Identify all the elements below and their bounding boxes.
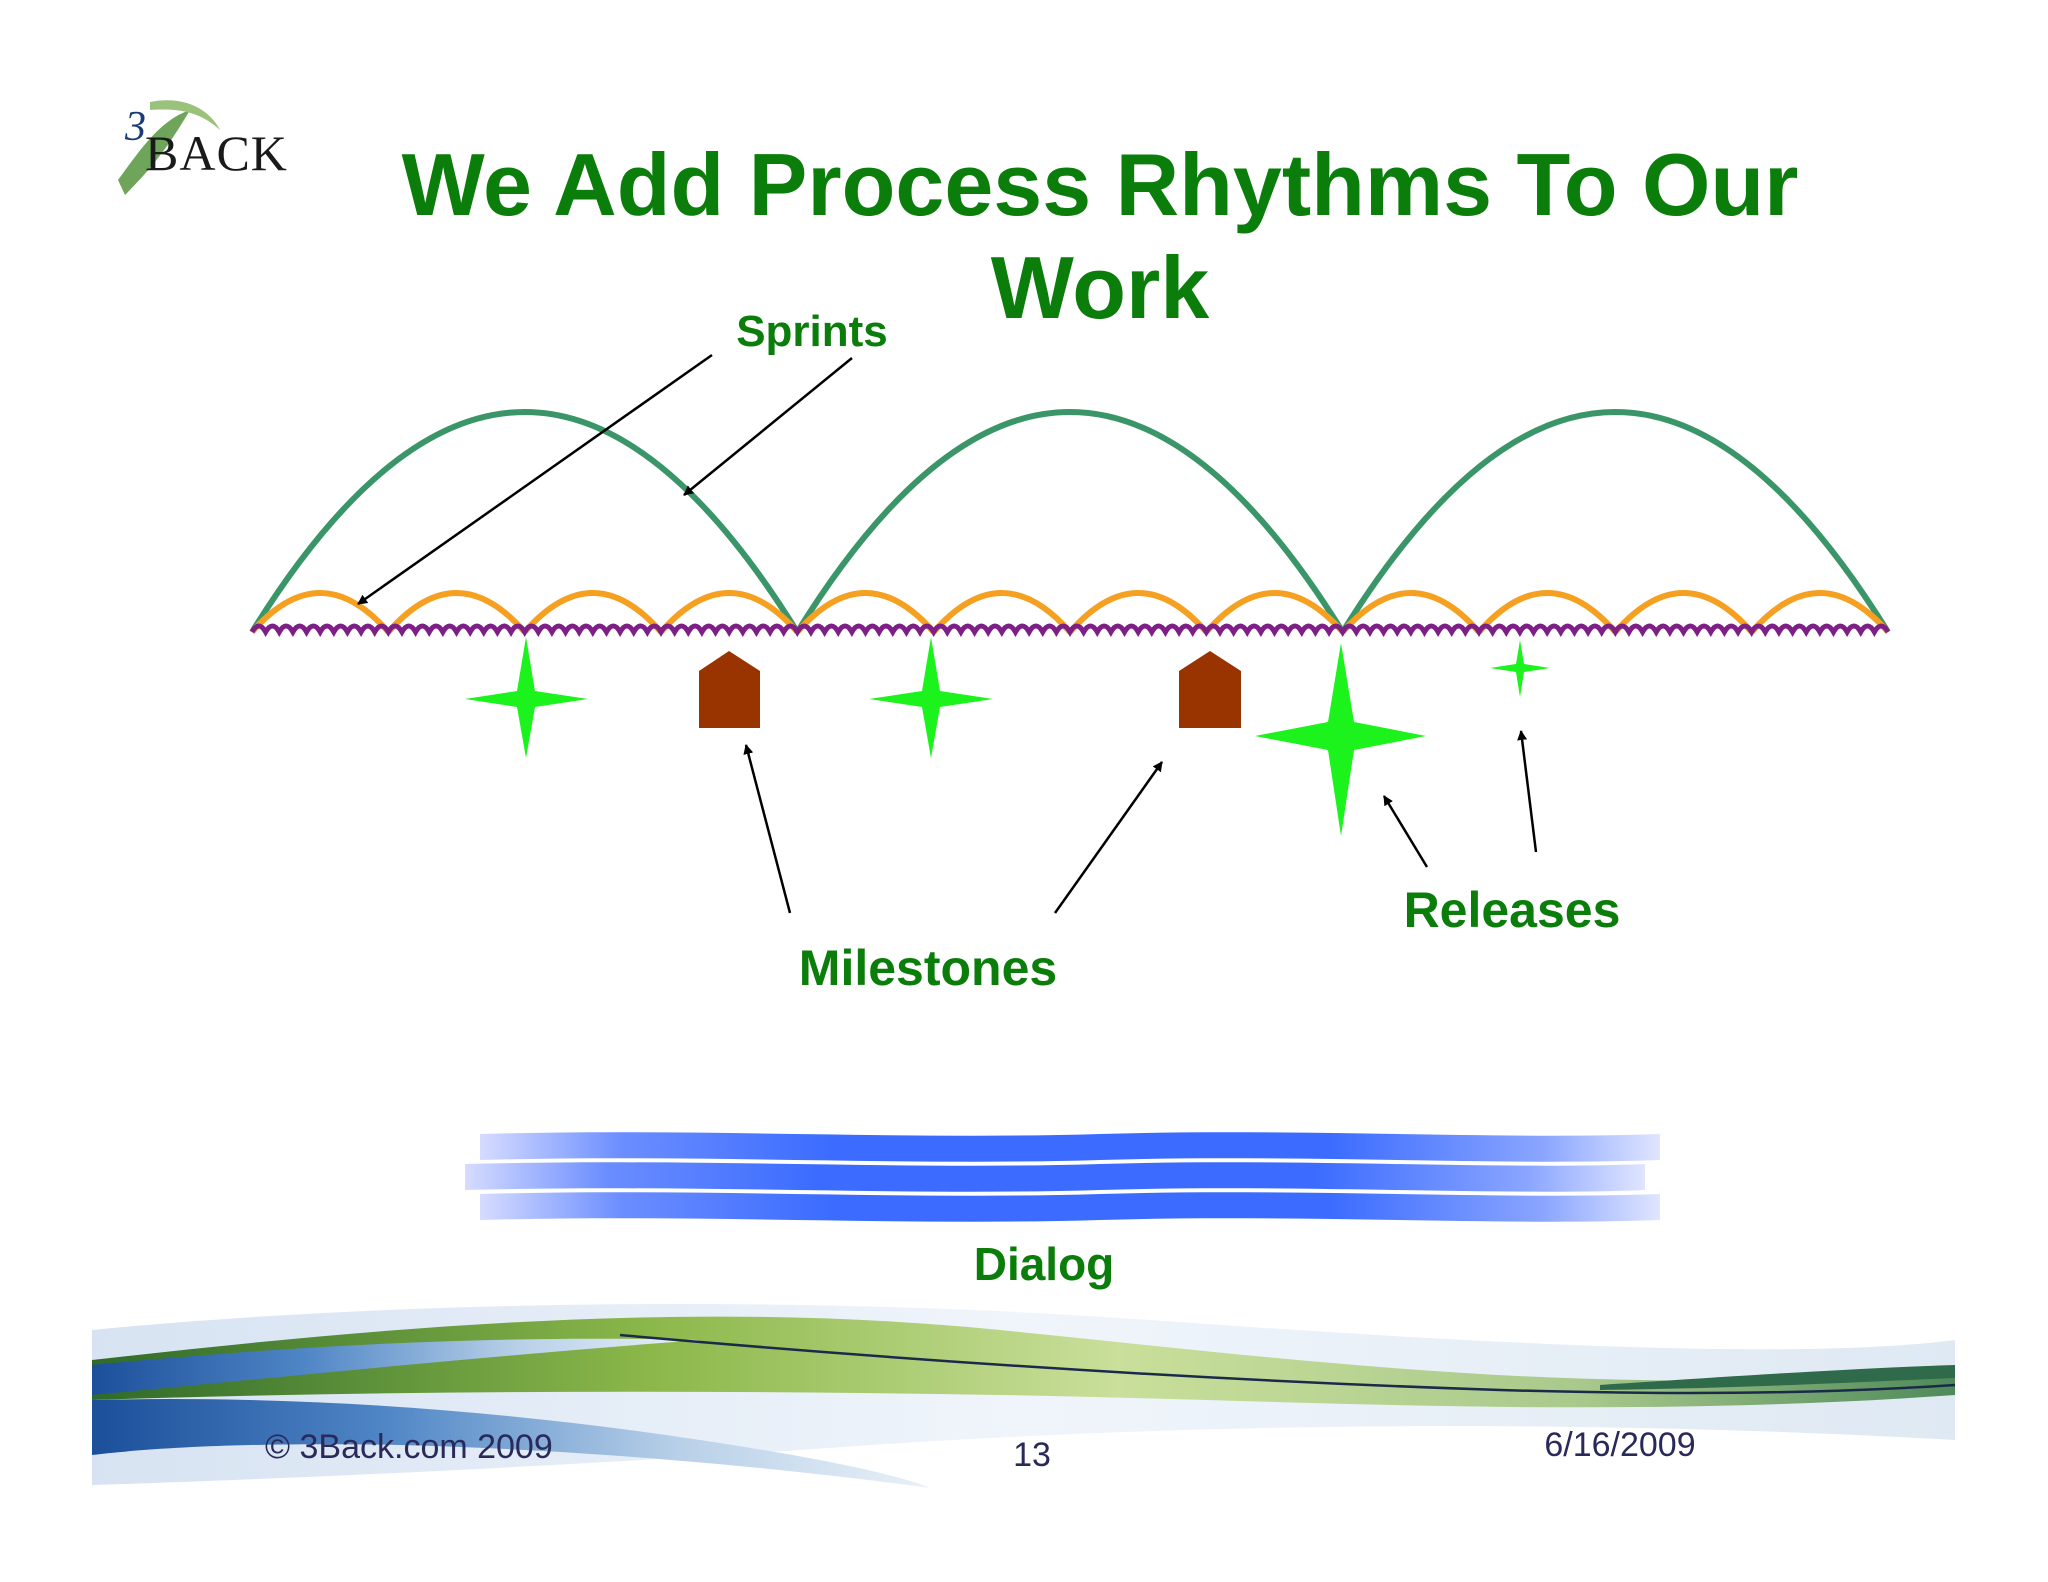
logo-word: BACK: [145, 125, 288, 181]
dialog-label: Dialog: [974, 1238, 1115, 1290]
sprint-arc: [249, 590, 391, 634]
footer-swoosh: [92, 1303, 1956, 1488]
logo: 3 BACK: [118, 100, 288, 195]
sprint-arc: [1204, 590, 1345, 634]
release-arc: [249, 409, 800, 634]
sprint-arc: [1476, 590, 1618, 634]
releases-arrow-1: [1382, 795, 1429, 868]
sprints-arrow-1: [357, 353, 713, 606]
releases-arrow-2: [1517, 730, 1538, 853]
sprint-arc: [1749, 590, 1891, 634]
milestone-marker-1: [699, 651, 760, 728]
slide-title-line2: Work: [991, 238, 1210, 337]
releases-label: Releases: [1404, 882, 1621, 938]
release-star-tiny: [1490, 640, 1550, 697]
release-arcs: [249, 409, 1891, 634]
sprint-arc: [931, 590, 1073, 634]
milestones-label: Milestones: [799, 940, 1057, 996]
milestones-arrow-2: [1053, 761, 1164, 914]
sprint-arc: [1067, 590, 1209, 634]
logo-swoosh-accent: [150, 100, 220, 130]
logo-swoosh: [118, 110, 190, 195]
annotation-arrows: [357, 353, 1538, 914]
sprint-arc: [658, 590, 800, 634]
release-star-small-1: [465, 637, 588, 758]
sprint-arc: [795, 590, 936, 634]
logo-numeral: 3: [124, 104, 146, 150]
swoosh-blue-band: [92, 1338, 700, 1395]
dialog-stream-1: [480, 1132, 1660, 1162]
sprint-arcs: [249, 590, 1891, 634]
footer-page-number: 13: [1013, 1436, 1051, 1474]
slide-title-line1: We Add Process Rhythms To Our: [402, 135, 1799, 234]
release-arc: [1340, 409, 1891, 634]
milestones-arrow-1: [743, 744, 792, 914]
sprint-arc: [386, 590, 527, 634]
swoosh-dark-line: [619, 1333, 1956, 1395]
swoosh-dark-green-tail: [1600, 1365, 1955, 1390]
swoosh-blue-lower: [92, 1399, 930, 1488]
footer-copyright: © 3Back.com 2009: [265, 1428, 553, 1466]
dialog-stream-3: [480, 1192, 1660, 1222]
footer-date: 6/16/2009: [1544, 1426, 1695, 1464]
daily-wave: [249, 623, 1891, 638]
sprint-arc: [1613, 590, 1754, 634]
sprints-label: Sprints: [736, 307, 888, 356]
sprints-arrow-2: [683, 357, 853, 496]
release-arc: [794, 409, 1346, 634]
rhythm-diagram: Sprints Milestones Releases: [249, 307, 1891, 996]
sprint-arc: [522, 590, 664, 634]
sprint-arc: [1340, 590, 1482, 634]
release-star-small-2: [869, 637, 993, 758]
milestone-marker-2: [1179, 651, 1241, 728]
dialog-streams: Dialog: [465, 1132, 1660, 1290]
release-star-large: [1255, 643, 1426, 836]
dialog-stream-2: [465, 1162, 1645, 1192]
